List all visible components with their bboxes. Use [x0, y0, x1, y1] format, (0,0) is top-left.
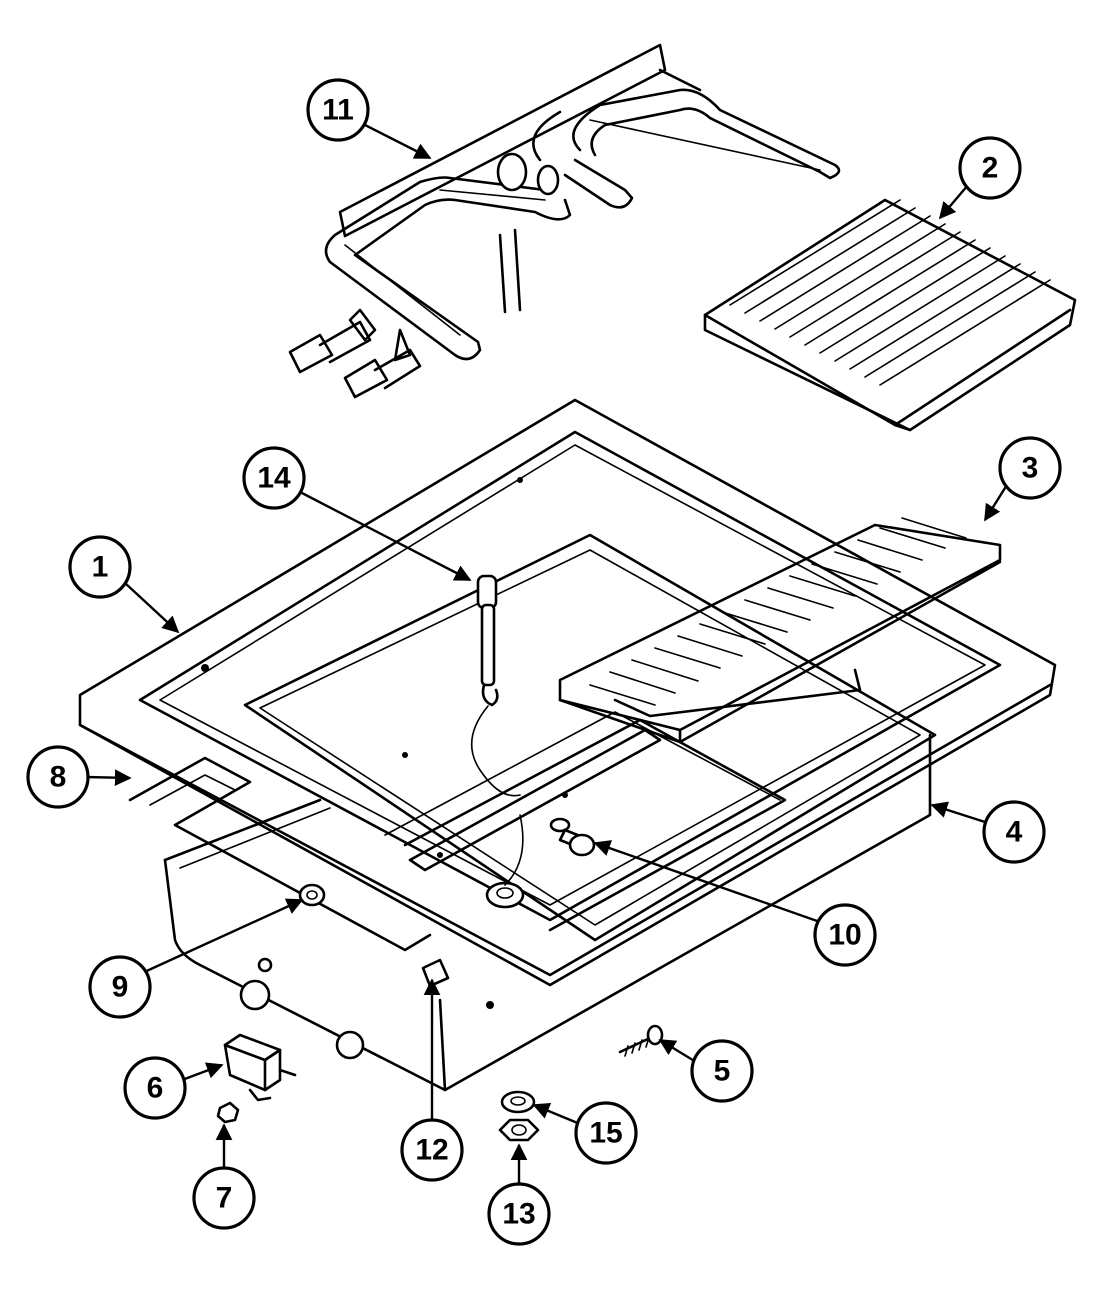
callout-1: 1	[68, 535, 132, 599]
svg-text:7: 7	[216, 1182, 233, 1215]
callout-8: 8	[26, 745, 90, 809]
callout-7: 7	[192, 1166, 256, 1230]
svg-text:8: 8	[50, 761, 67, 794]
wire-grommet-part	[485, 814, 525, 909]
switch-part	[223, 1033, 297, 1102]
callout-2: 2	[958, 136, 1022, 200]
callout-6: 6	[123, 1056, 187, 1120]
svg-text:11: 11	[322, 94, 354, 127]
leader-lines	[84, 123, 1012, 1185]
callout-15: 15	[574, 1101, 638, 1165]
svg-text:3: 3	[1022, 452, 1039, 485]
hex-nut-part	[498, 1118, 540, 1142]
clip-part	[421, 958, 450, 988]
callout-10: 10	[813, 903, 877, 967]
callout-14: 14	[242, 446, 306, 510]
svg-text:5: 5	[714, 1055, 731, 1088]
svg-text:13: 13	[502, 1198, 535, 1231]
gasket-part	[128, 756, 432, 952]
washer-part	[500, 1090, 536, 1114]
svg-text:2: 2	[982, 152, 999, 185]
grommet-part	[298, 883, 326, 907]
svg-text:14: 14	[257, 462, 291, 495]
leader-6	[181, 1062, 224, 1082]
leader-10	[593, 840, 821, 924]
burner-box-part	[163, 733, 932, 1092]
svg-text:15: 15	[589, 1117, 622, 1150]
svg-text:9: 9	[112, 971, 129, 1004]
leader-8	[84, 769, 132, 787]
leader-4	[930, 801, 986, 824]
callout-3: 3	[998, 436, 1062, 500]
callout-11: 11	[306, 78, 370, 142]
leader-2	[938, 184, 969, 220]
callout-13: 13	[487, 1182, 551, 1246]
grill-grate-part	[703, 198, 1077, 432]
callout-9: 9	[88, 955, 152, 1019]
svg-text:10: 10	[828, 919, 861, 952]
vent-grille-part	[558, 517, 1002, 744]
leader-14	[299, 490, 472, 582]
leader-11	[364, 123, 432, 160]
leader-1	[124, 582, 180, 634]
callout-5: 5	[690, 1039, 754, 1103]
leader-15	[532, 1103, 581, 1126]
callout-4: 4	[982, 800, 1046, 864]
small-nut-part	[216, 1101, 240, 1124]
burner-assembly-part	[288, 43, 841, 399]
spark-electrode-part	[470, 574, 521, 797]
plug-part	[549, 817, 596, 857]
leader-9	[139, 898, 304, 976]
svg-text:12: 12	[415, 1134, 448, 1167]
cooktop-frame-part	[78, 398, 1057, 987]
svg-text:1: 1	[92, 551, 109, 584]
callout-12: 12	[400, 1118, 464, 1182]
svg-text:4: 4	[1006, 816, 1023, 849]
svg-text:6: 6	[147, 1072, 164, 1105]
screw-part	[618, 1024, 664, 1057]
leader-5	[658, 1038, 697, 1064]
